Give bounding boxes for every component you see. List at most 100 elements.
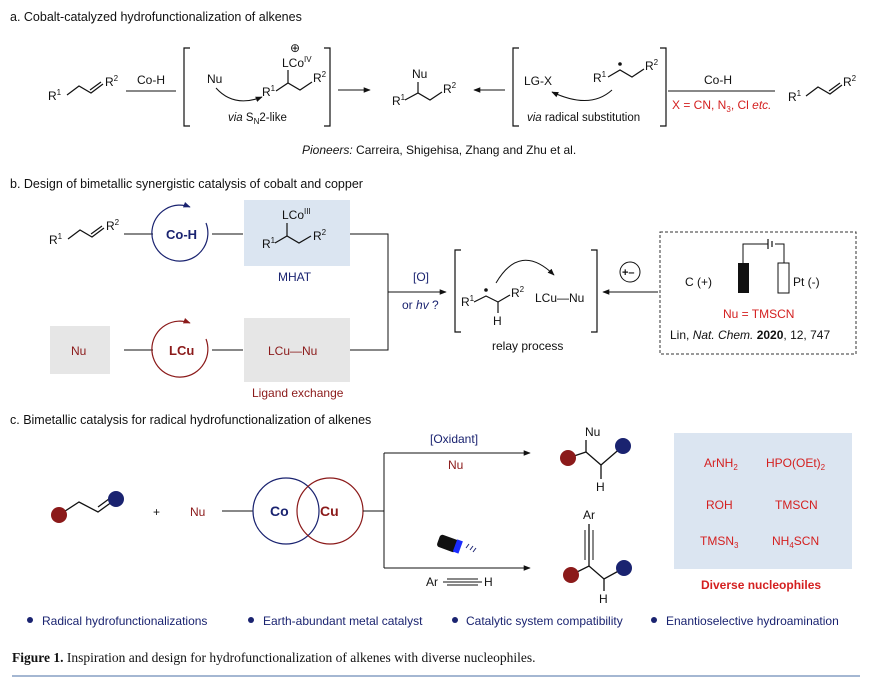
svg-text:LCu: LCu [169,343,194,358]
svg-text:Earth-abundant metal catalyst: Earth-abundant metal catalyst [263,614,423,628]
oxidant-nu-label: Nu [448,458,463,472]
svg-text:Catalytic system compatibility: Catalytic system compatibility [466,614,623,628]
aryl-alkyne: Ar H [426,575,493,589]
electro-sign-icon: +– [619,261,641,283]
svg-text:R2: R2 [105,74,119,89]
figure-caption: Figure 1. Inspiration and design for hyd… [12,650,536,665]
coh-label-left: Co-H [137,73,165,87]
oxidant-label-b: [O] [413,270,429,284]
alkene-right-a: R1 R2 [788,74,857,104]
mhat-box [244,200,350,266]
reference-label: Lin, Nat. Chem. 2020, 12, 747 [670,328,830,342]
svg-text:R1: R1 [461,294,475,309]
svg-text:R2: R2 [313,228,327,243]
svg-text:R1: R1 [262,84,276,99]
bracket-a2-left [512,47,519,127]
panel-c-title: c. Bimetallic catalysis for radical hydr… [10,413,371,427]
feature-bullet-3: Enantioselective hydroamination [651,614,839,628]
lgx-label: LG-X [524,74,552,88]
svg-text:H: H [596,480,605,494]
svg-text:R2: R2 [443,81,457,96]
nu-label-c: Nu [190,505,205,519]
product-c-bottom: Ar H [563,508,632,606]
co-cu-catalyst-icon: Co Cu [252,477,364,545]
via-radical-label: via radical substitution [527,112,640,124]
oxidant-label-c: [Oxidant] [430,432,478,446]
or-hv-label: or hv ? [402,298,439,312]
coh-label-right: Co-H [704,73,732,87]
co-iv-intermediate: R1 R2 [262,70,327,99]
panel-a-title: a. Cobalt-catalyzed hydrofunctionalizati… [10,10,302,24]
svg-text:Nu: Nu [412,67,427,81]
svg-text:Nu: Nu [585,425,600,439]
svg-text:Cu: Cu [320,503,339,519]
plus-c: + [153,505,160,519]
alkene-left-a: R1 R2 [48,74,119,103]
bracket-a-left [183,47,190,127]
svg-text:Co: Co [270,503,289,519]
nu-box-b [50,326,110,374]
svg-text:Co-H: Co-H [166,227,197,242]
nucleophile-0: ArNH2 [704,456,738,472]
sn2-curved-arrow [215,87,263,102]
lcu-nu-label-b: LCu—Nu [268,344,317,358]
panel-b-title: b. Design of bimetallic synergistic cata… [10,177,363,191]
svg-text:R1: R1 [262,236,276,251]
relay-process-label: relay process [492,339,563,353]
bracket-a-right [324,47,331,127]
nucleophile-2: ROH [706,498,733,512]
coh-cycle: Co-H [151,201,209,262]
mhat-label: MHAT [278,270,312,284]
nucleophiles-box [674,433,852,569]
svg-text:R1: R1 [48,88,62,103]
nucleophile-4: TMSN3 [700,534,739,550]
svg-text:R1: R1 [593,70,607,85]
svg-text:R1: R1 [788,89,802,104]
cathode-label: Pt (-) [793,275,820,289]
x-list-label: X = CN, N3, Cl etc. [672,98,772,114]
pioneers-line: Pioneers: Carreira, Shigehisa, Zhang and… [302,143,576,157]
svg-text:H: H [484,575,493,589]
svg-text:H: H [493,314,502,328]
product-a: Nu R1 R2 [392,67,457,108]
radical-intermediate-a: R1 R2 [593,58,659,85]
svg-text:H: H [599,592,608,606]
mhat-intermediate: R1 R2 [262,223,327,251]
diverse-nucleophiles-label: Diverse nucleophiles [701,578,821,592]
svg-text:Ar: Ar [583,508,595,522]
relay-lcu-nu: LCu—Nu [535,291,584,305]
anode-label: C (+) [685,275,712,289]
ligand-exchange-box [244,318,350,382]
co-iv-charge: ⊕ [290,41,300,55]
radical-curved-arrow [551,89,613,101]
svg-text:Radical hydrofunctionalization: Radical hydrofunctionalizations [42,614,207,628]
svg-text:R2: R2 [511,285,525,300]
svg-text:R1: R1 [392,93,406,108]
svg-text:R2: R2 [313,70,327,85]
feature-bullet-1: Earth-abundant metal catalyst [248,614,423,628]
nucleophile-5: NH4SCN [772,534,819,550]
nucleophile-1: HPO(OEt)2 [766,456,826,472]
lcu-cycle: LCu [151,317,209,378]
svg-text:+–: +– [622,267,635,279]
nucleophile-3: TMSCN [775,498,818,512]
alkene-b: R1 R2 [49,218,120,247]
electrochem-box [659,231,857,355]
via-sn2-label: via SN2-like [228,112,287,126]
svg-text:R1: R1 [49,232,63,247]
relay-radical: R1 R2 H [461,285,525,328]
flashlight-icon [437,534,477,554]
svg-text:R2: R2 [106,218,120,233]
alkene-c [51,491,124,523]
nu-label-a: Nu [207,72,222,86]
merge-lines-b [350,233,389,351]
feature-bullet-2: Catalytic system compatibility [452,614,623,628]
svg-text:R2: R2 [645,58,659,73]
bracket-b-left [454,249,461,333]
bracket-b-right [591,249,598,333]
ligand-exchange-label: Ligand exchange [252,386,344,400]
feature-bullet-0: Radical hydrofunctionalizations [27,614,207,628]
nu-label-b: Nu [71,344,86,358]
svg-text:Ar: Ar [426,575,438,589]
